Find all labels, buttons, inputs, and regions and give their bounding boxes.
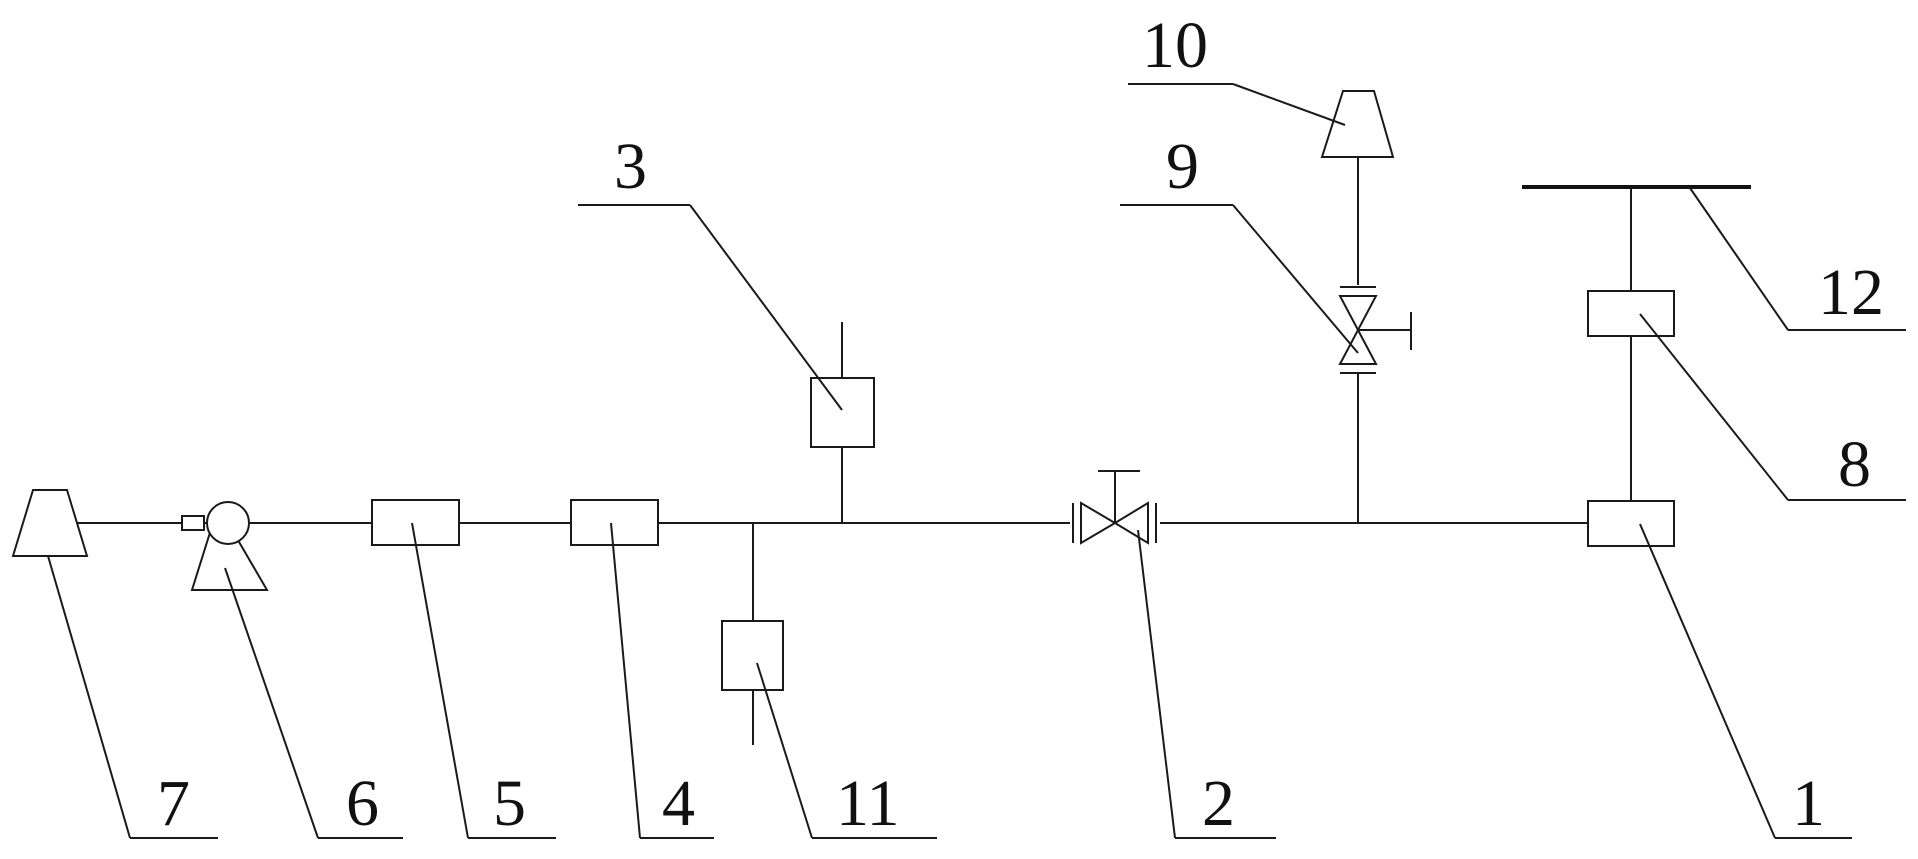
- label-7: 7: [157, 767, 190, 840]
- component-6-pump: [181, 501, 269, 591]
- label-2: 2: [1202, 767, 1235, 840]
- component-1-box: [1587, 500, 1675, 547]
- component-9-valve: [1338, 286, 1412, 374]
- label-11: 11: [836, 767, 900, 840]
- component-3-box: [810, 377, 875, 448]
- label-5: 5: [493, 767, 526, 840]
- label-8: 8: [1838, 428, 1871, 501]
- label-10: 10: [1142, 9, 1208, 82]
- component-8-box: [1587, 290, 1675, 337]
- label-12: 12: [1818, 256, 1884, 329]
- label-9: 9: [1166, 130, 1199, 203]
- component-7-trapezoid: [11, 489, 89, 557]
- component-10-trapezoid: [1320, 90, 1395, 158]
- label-3: 3: [614, 130, 647, 203]
- component-11-box: [721, 620, 784, 691]
- label-1: 1: [1792, 767, 1825, 840]
- label-4: 4: [662, 767, 695, 840]
- component-4-box: [570, 499, 659, 546]
- leader-lines: [47, 83, 1906, 839]
- component-2-valve: [1072, 470, 1157, 545]
- label-6: 6: [346, 767, 379, 840]
